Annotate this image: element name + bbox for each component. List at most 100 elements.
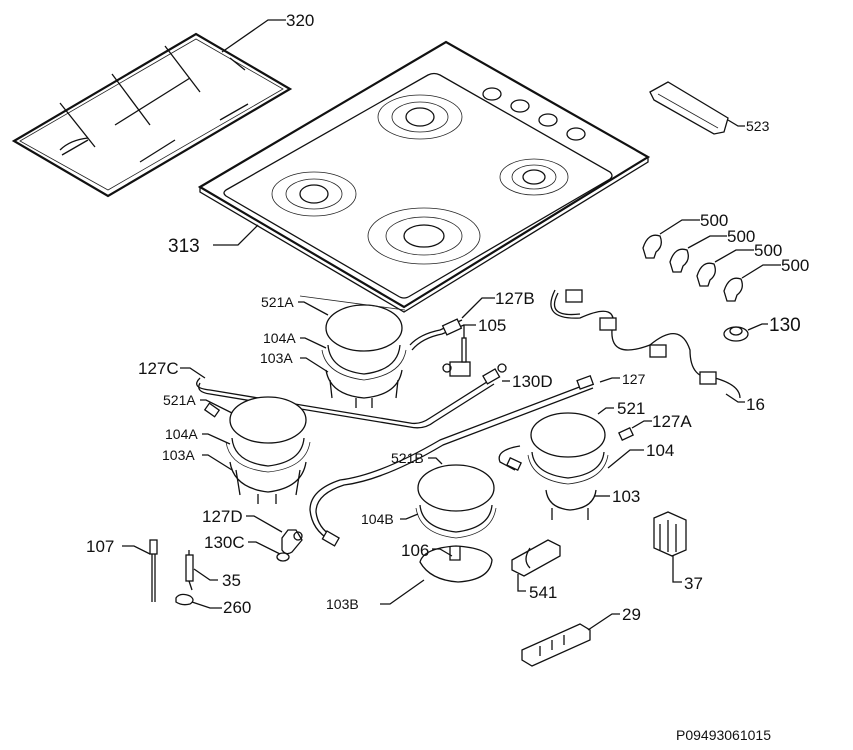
- gas-pipe-127B: [409, 318, 465, 351]
- terminal-block-37: [653, 511, 687, 557]
- label-130C: 130C: [204, 533, 245, 552]
- label-127C: 127C: [138, 359, 179, 378]
- knob-hole-3: [538, 113, 558, 127]
- bracket-523: [649, 81, 729, 135]
- label-521B: 521B: [391, 450, 424, 466]
- burner-cap-521: [530, 412, 606, 458]
- label-104A-1: 104A: [263, 330, 296, 346]
- ignition-switch-1: [565, 289, 583, 303]
- leader-104B: [400, 513, 419, 520]
- leader-127A: [631, 420, 652, 429]
- leader-260: [191, 601, 222, 609]
- label-103: 103: [612, 487, 640, 506]
- washer-130C: [276, 552, 290, 562]
- label-29: 29: [622, 605, 641, 624]
- leader-541: [517, 574, 526, 592]
- burner-opening-right: [499, 158, 569, 196]
- label-130D: 130D: [512, 372, 553, 391]
- leader-127B: [461, 297, 495, 319]
- thermocouple-107: [149, 539, 158, 602]
- hob-top-313: [197, 40, 651, 313]
- leader-500-4: [741, 264, 781, 279]
- knob-hole-1: [482, 87, 502, 101]
- label-521A-2: 521A: [163, 392, 196, 408]
- label-130: 130: [769, 315, 801, 336]
- elbow-connector-127D: [281, 529, 303, 555]
- label-260: 260: [223, 598, 251, 617]
- leader-313: [213, 224, 259, 246]
- label-104A-2: 104A: [165, 426, 198, 442]
- leader-521A-1: [298, 301, 329, 316]
- leader-130: [747, 323, 768, 331]
- label-127: 127: [622, 371, 646, 387]
- burner-opening-rear: [377, 94, 463, 140]
- label-103A-1: 103A: [260, 350, 293, 366]
- leader-104: [607, 449, 644, 469]
- leader-523: [727, 119, 745, 127]
- leader-104A-1: [300, 337, 327, 349]
- ignition-electrode-35: [185, 550, 194, 591]
- label-500-3: 500: [754, 241, 782, 260]
- burner-cap-521A-rear: [325, 304, 403, 352]
- leader-127C: [180, 367, 206, 379]
- leader-37: [672, 556, 682, 583]
- control-knob-3: [696, 262, 716, 287]
- spark-generator-541: [511, 539, 561, 577]
- gas-pipe-127C: [196, 368, 501, 429]
- clip-260: [175, 593, 194, 606]
- label-500-2: 500: [727, 227, 755, 246]
- ignition-harness-16: [550, 289, 741, 399]
- label-35: 35: [222, 571, 241, 590]
- label-107: 107: [86, 537, 114, 556]
- leader-521A-2: [200, 399, 233, 414]
- leader-521A-1-b: [299, 295, 406, 311]
- ignition-switch-2: [599, 317, 617, 331]
- burner-assembly-left-a: [203, 396, 311, 504]
- leader-521: [597, 407, 614, 415]
- leader-500-2: [687, 235, 727, 249]
- label-104B: 104B: [361, 511, 394, 527]
- leader-106: [432, 548, 453, 557]
- label-521A-1: 521A: [261, 294, 294, 310]
- label-103A-2: 103A: [162, 447, 195, 463]
- leader-104A-2: [202, 433, 231, 445]
- control-knob-1: [642, 234, 662, 259]
- ignition-switch-3: [649, 344, 667, 358]
- burner-opening-left: [271, 171, 357, 217]
- burner-assembly-front-b: [415, 464, 497, 583]
- label-320: 320: [286, 11, 314, 30]
- label-541: 541: [529, 583, 557, 602]
- leader-500-3: [714, 249, 754, 263]
- leader-127D: [246, 515, 283, 533]
- label-127A: 127A: [652, 412, 692, 431]
- leader-521B: [428, 457, 443, 465]
- leader-130C: [248, 541, 281, 555]
- leader-29: [587, 613, 620, 631]
- label-104: 104: [646, 441, 674, 460]
- burner-opening-front: [367, 207, 481, 265]
- leader-500-1: [659, 219, 700, 235]
- burner-cap-521B: [417, 464, 495, 512]
- knob-hole-2: [510, 99, 530, 113]
- leader-320: [221, 19, 286, 53]
- label-106: 106: [401, 541, 429, 560]
- label-16: 16: [746, 395, 765, 414]
- leader-105: [463, 324, 476, 338]
- label-103B: 103B: [326, 596, 359, 612]
- knob-hole-4: [566, 127, 586, 141]
- leader-16: [725, 393, 745, 403]
- burner-cap-521A-left: [229, 396, 307, 444]
- label-313: 313: [168, 236, 200, 257]
- ignition-switch-4: [699, 371, 717, 385]
- document-code: P09493061015: [676, 727, 771, 743]
- label-500-1: 500: [700, 211, 728, 230]
- leader-127: [599, 377, 620, 383]
- label-500-4: 500: [781, 256, 809, 275]
- leader-103A-1: [300, 357, 329, 373]
- leader-103A-2: [202, 454, 233, 471]
- burner-assembly-right: [498, 412, 634, 520]
- label-105: 105: [478, 316, 506, 335]
- gas-pipe-127: [309, 375, 595, 547]
- control-knob-2: [669, 248, 689, 273]
